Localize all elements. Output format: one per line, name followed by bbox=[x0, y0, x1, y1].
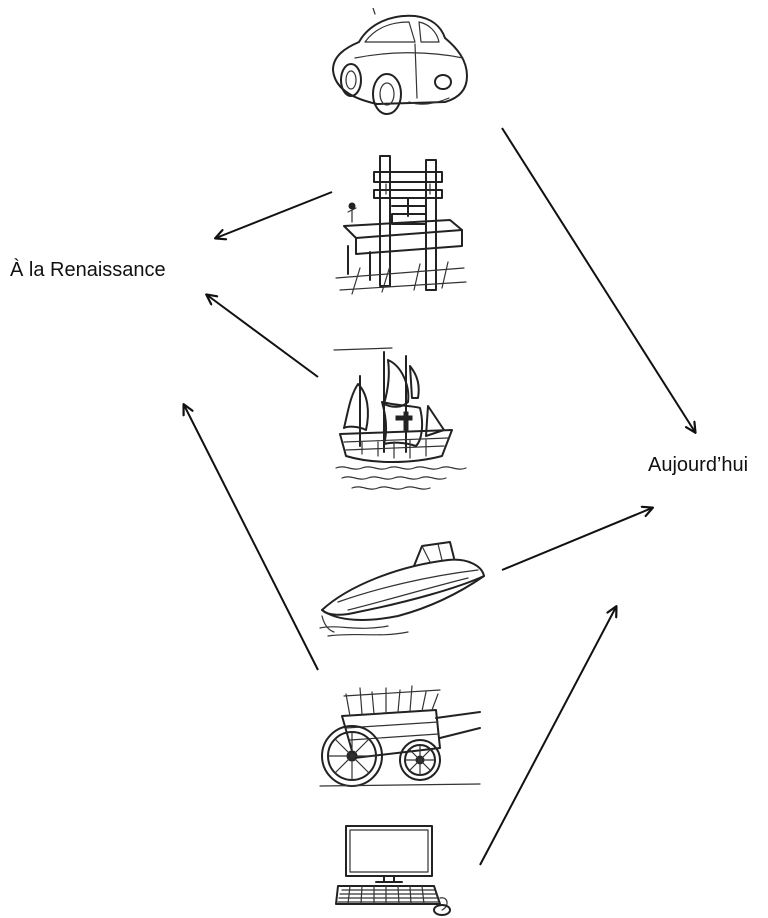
label-renaissance: À la Renaissance bbox=[10, 259, 166, 281]
arrow-boat-to-today bbox=[501, 508, 652, 571]
speedboat-icon bbox=[318, 536, 488, 642]
car-icon bbox=[325, 8, 475, 120]
desktop-computer-icon bbox=[334, 824, 470, 916]
sailing-ship-icon bbox=[332, 346, 472, 494]
arrow-ship-to-renaissance bbox=[207, 295, 319, 378]
arrow-car-to-today bbox=[501, 127, 695, 432]
label-today: Aujourd’hui bbox=[648, 454, 749, 476]
printing-press-icon bbox=[330, 150, 470, 298]
arrow-press-to-renaissance bbox=[216, 191, 333, 238]
arrow-cart-to-renaissance bbox=[184, 405, 319, 671]
arrow-computer-to-today bbox=[479, 607, 616, 866]
wooden-cart-icon bbox=[316, 682, 486, 790]
